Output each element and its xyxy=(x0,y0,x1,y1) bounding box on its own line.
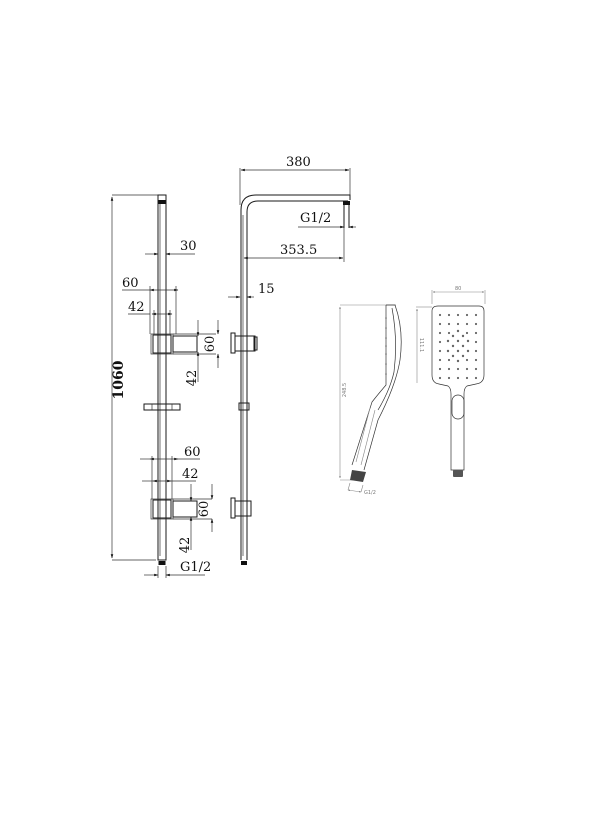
lower-bracket-arm xyxy=(172,500,198,518)
side-view: 380 G1/2 353.5 15 xyxy=(228,155,356,565)
handheld-length-label: 248.5 xyxy=(342,383,348,397)
height-label: 1060 xyxy=(111,360,127,399)
rail-top-cap xyxy=(158,200,166,204)
lower-holder-plate xyxy=(230,497,236,519)
spray-face-nozzles xyxy=(438,313,478,380)
middle-slider xyxy=(238,402,250,411)
handheld-side-thread xyxy=(350,470,366,482)
arm-reach-label: 353.5 xyxy=(280,243,317,258)
head-thread-label: G1/2 xyxy=(300,211,331,226)
upper-bracket-arm xyxy=(172,335,198,353)
upper-bracket-depth-label: 42 xyxy=(185,370,200,387)
front-width-label: 80 xyxy=(455,286,461,292)
side-rail-bottom-cap xyxy=(241,561,247,565)
upper-bracket-inner-label: 42 xyxy=(128,300,145,315)
handheld-front-outline xyxy=(431,305,485,471)
handheld-front-view: 80 111.1 xyxy=(416,286,486,477)
overhead-arm-inner xyxy=(246,200,348,560)
lower-bracket-outer-label: 60 xyxy=(184,445,201,460)
rail xyxy=(157,194,167,561)
rail-width-label: 30 xyxy=(180,239,197,254)
handheld-face-outline xyxy=(351,305,387,466)
upper-bracket-height-label: 60 xyxy=(203,336,218,353)
handheld-front-thread xyxy=(453,470,463,477)
overhead-arm-outer xyxy=(240,194,351,560)
handheld-side-view: 248.5 G1/2 xyxy=(339,304,402,496)
upper-holder-plate xyxy=(230,332,236,354)
bottom-thread-label: G1/2 xyxy=(180,560,211,575)
lower-bracket-clamp xyxy=(152,499,172,519)
arm-length-label: 380 xyxy=(286,155,311,170)
lower-holder-body xyxy=(234,500,252,517)
upper-bracket-clamp xyxy=(152,334,172,354)
handheld-back-outline xyxy=(363,304,402,471)
lower-bracket-depth-label: 42 xyxy=(178,537,193,554)
lower-bracket-height-label: 60 xyxy=(197,501,212,518)
soap-dish xyxy=(143,403,181,411)
mode-button xyxy=(451,394,465,420)
rail-bottom-cap xyxy=(158,561,166,565)
upper-holder-body xyxy=(234,335,256,352)
nozzle-dots xyxy=(385,317,387,375)
lower-bracket-inner-label: 42 xyxy=(182,467,199,482)
front-head-height-label: 111.1 xyxy=(418,338,424,352)
handheld-thread-label: G1/2 xyxy=(364,490,376,496)
rail-diameter-label: 15 xyxy=(258,282,275,297)
head-connector xyxy=(343,201,350,205)
front-view: 1060 30 60 42 60 42 xyxy=(110,194,220,578)
upper-bracket-outer-label: 60 xyxy=(122,276,139,291)
